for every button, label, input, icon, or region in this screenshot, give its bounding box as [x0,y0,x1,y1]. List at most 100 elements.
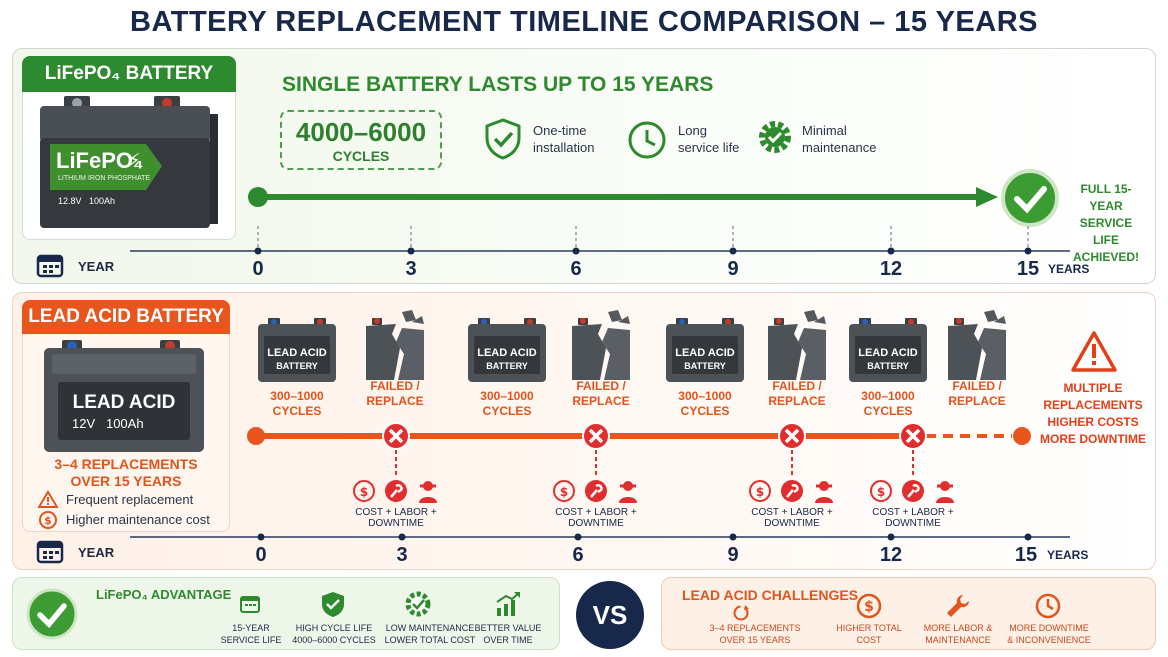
cycles-value: 300–1000 [270,389,324,403]
battery-name-line1: LEAD ACID [267,347,327,359]
cycles-word: CYCLES [272,404,322,418]
result-line3: ACHIEVED! [1072,250,1139,264]
failed-line2: REPLACE [768,394,826,408]
advantage-title: LiFePO₄ ADVANTAGE [96,587,232,602]
svg-text:$: $ [756,485,764,499]
adv2-line2: 4000–6000 CYCLES [292,635,376,645]
battery-name-line2: BATTERY [486,361,528,371]
lead-acid-battery-icon-3 [666,318,744,382]
note-higher-maintenance-cost: Higher maintenance cost [66,512,210,527]
challenges-title: LEAD ACID CHALLENGES [682,587,859,603]
lifepo4-battery-image [40,96,218,228]
tick-bottom-12: 12 [879,544,903,566]
feature-2-text: Long service life [678,122,739,156]
lifepo4-tag: LiFePO₄ BATTERY [22,56,236,92]
replacements-line2: OVER 15 YEARS [70,473,182,489]
advantage-item-2: HIGH CYCLE LIFE 4000–6000 CYCLES [290,622,378,646]
failed-replace-1: FAILED / REPLACE [350,379,440,409]
failed-line2: REPLACE [572,394,630,408]
feature-1-line1: One-time [533,123,587,138]
calendar-icon [240,596,260,613]
cycles-word: CYCLES [482,404,532,418]
warn-line4: MORE DOWNTIME [1040,432,1146,446]
svg-text:$: $ [360,485,368,499]
dollar-icon: $ [39,511,57,529]
chal4-line2: & INCONVENIENCE [1007,635,1091,645]
wrench-icon [947,595,969,617]
replacements-line1: 3–4 REPLACEMENTS [54,456,198,472]
chal3-line2: MAINTENANCE [925,635,991,645]
adv4-line1: BETTER VALUE [474,623,542,633]
failed-replace-3: FAILED / REPLACE [752,379,842,409]
lifepo4-battery-brand: LiFePO₄ [56,148,144,173]
year-axis-bottom [130,533,1070,541]
svg-text:$: $ [560,485,568,499]
adv1-line2: SERVICE LIFE [220,635,282,645]
battery-name-line1: LEAD ACID [477,347,537,359]
calendar-icon [36,254,64,278]
tick-top-12: 12 [879,258,903,280]
cost-labor-downtime-4: COST + LABOR + DOWNTIME [872,507,954,529]
lifepo4-timeline-arrow [248,187,998,207]
dollar-icon: $ [856,593,882,619]
chal1-line1: 3–4 REPLACEMENTS [709,623,801,633]
advantage-item-3: LOW MAINTENANCE LOWER TOTAL COST [384,622,476,646]
challenges-panel [661,577,1156,650]
result-line1: FULL 15-YEAR [1080,182,1132,213]
lead-replacements-text: 3–4 REPLACEMENTS OVER 15 YEARS [22,456,230,490]
tick-top-3: 3 [405,258,417,280]
axis-year-label-bottom: YEAR [78,545,115,560]
cost-icons-2: $ [553,480,637,503]
failed-line2: REPLACE [366,394,424,408]
adv3-line2: LOWER TOTAL COST [384,635,476,645]
alert-triangle-icon [1071,331,1117,372]
lifepo4-battery-sub: LITHIUM IRON PHOSPHATE [58,175,151,182]
failed-line1: FAILED / [772,379,822,393]
broken-battery-icon-1 [366,310,424,380]
gear-check-icon [405,591,431,617]
battery-name-line1: LEAD ACID [858,347,918,359]
lead-acid-battery-spec: 12V 100Ah [72,416,144,431]
lifepo4-headline: SINGLE BATTERY LASTS UP TO 15 YEARS [282,73,714,96]
failure-x-icon-3 [778,422,806,450]
cycles-value: 300–1000 [861,389,915,403]
failed-replace-4: FAILED / REPLACE [932,379,1022,409]
warning-icon [38,490,58,508]
note-frequent-replacement: Frequent replacement [66,492,194,507]
advantage-item-4: BETTER VALUE OVER TIME [474,622,542,646]
lead-acid-battery-brand: LEAD ACID [72,392,176,413]
calendar-icon [36,540,64,564]
lead-acid-cycles-1: 300–1000 CYCLES [252,389,342,419]
axis-year-label-top: YEAR [78,259,115,274]
cost-connector-3 [791,450,793,476]
challenge-item-1: 3–4 REPLACEMENTS OVER 15 YEARS [700,622,810,646]
battery-name-line1: LEAD ACID [675,347,735,359]
cycles-value: 300–1000 [480,389,534,403]
cost-connector-4 [912,450,914,476]
battery-name-line2: BATTERY [276,361,318,371]
chal2-line2: COST [856,635,882,645]
feature-2-line1: Long [678,123,707,138]
cost-icons-1: $ [353,480,437,503]
chal4-line1: MORE DOWNTIME [1009,623,1089,633]
cost-connector-1 [395,450,397,476]
vs-badge: VS [576,581,644,649]
advantage-panel [12,577,560,650]
lifepo4-battery-spec: 12.8V 100Ah [58,196,116,206]
warn-line3: HIGHER COSTS [1047,415,1139,429]
lead-warning-text: MULTIPLE REPLACEMENTS HIGHER COSTS MORE … [1040,380,1146,448]
failed-replace-2: FAILED / REPLACE [556,379,646,409]
years-word-top: YEARS [1048,262,1090,276]
shield-check-icon [485,118,521,160]
cycles-word: CYCLES [863,404,913,418]
lead-acid-battery-icon-4 [849,318,927,382]
battery-name-line2: BATTERY [684,361,726,371]
feature-1-line2: installation [533,140,595,155]
svg-text:$: $ [877,485,885,499]
years-word-bottom: YEARS [1047,548,1089,562]
tick-bottom-6: 6 [572,544,584,566]
cycles-word: CYCLES [680,404,730,418]
feature-3-line1: Minimal [802,123,847,138]
failed-line1: FAILED / [370,379,420,393]
adv2-line1: HIGH CYCLE LIFE [295,623,373,633]
